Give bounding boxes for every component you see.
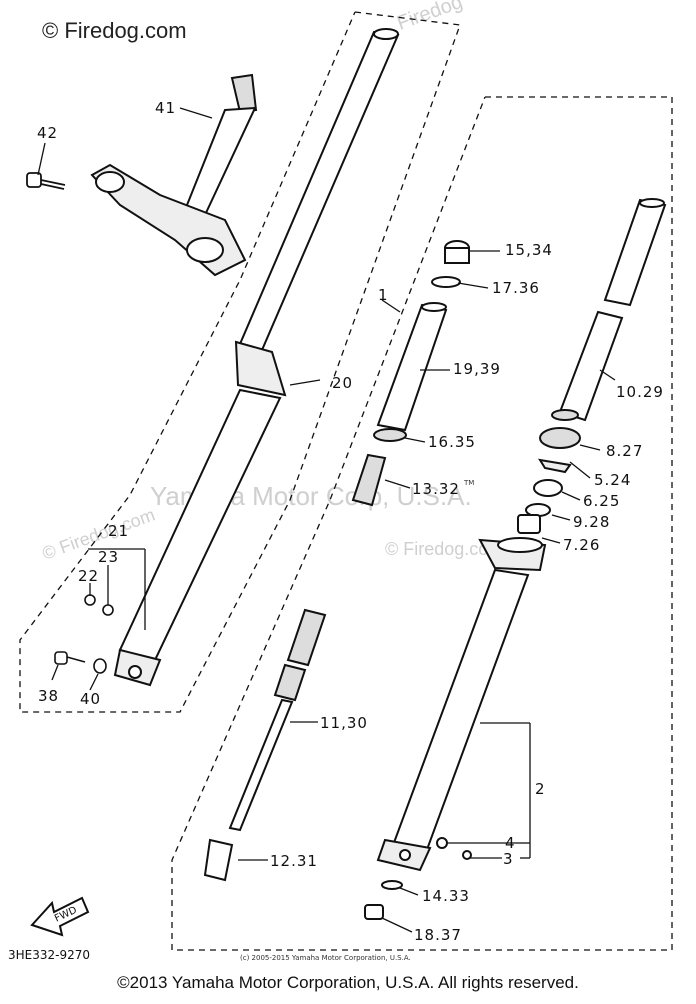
steering-stem-shape	[90, 73, 258, 277]
damper-rod-shape	[203, 608, 327, 882]
callout-19-39: 19,39	[453, 360, 501, 378]
right-group-outline	[171, 96, 673, 951]
callout-10-29: 10.29	[616, 383, 664, 401]
callout-40: 40	[80, 690, 101, 708]
middle-parts-shape	[351, 240, 470, 507]
leader-lines	[37, 107, 616, 933]
small-copyright: (c) 2005-2015 Yamaha Motor Corporation, …	[240, 954, 411, 962]
callout-4: 4	[505, 834, 516, 852]
callout-9-28: 9.28	[573, 513, 610, 531]
callout-17-36: 17.36	[492, 279, 540, 297]
footer-copyright: ©2013 Yamaha Motor Corporation, U.S.A. A…	[117, 973, 579, 992]
callout-22: 22	[78, 567, 99, 585]
callout-16-35: 16.35	[428, 433, 476, 451]
trademark-mark: TM	[463, 479, 474, 487]
left-group-outline	[19, 11, 461, 713]
callout-12-31: 12.31	[270, 852, 318, 870]
right-upper-parts-shape	[517, 198, 667, 534]
callout-42: 42	[37, 124, 58, 142]
callout-23: 23	[98, 548, 119, 566]
callout-41: 41	[155, 99, 176, 117]
callout-6-25: 6.25	[583, 492, 620, 510]
callout-20: 20	[332, 374, 353, 392]
diagram-code: 3HE332-9270	[8, 948, 91, 962]
callout-7-26: 7.26	[563, 536, 600, 554]
fwd-arrow-icon: FWD	[30, 896, 90, 937]
callout-18-37: 18.37	[414, 926, 462, 944]
bolt-42-shape	[26, 172, 66, 190]
callout-14-33: 14.33	[422, 887, 470, 905]
watermark-right: © Firedog.com	[385, 539, 503, 559]
callout-38: 38	[38, 687, 59, 705]
callout-2: 2	[535, 780, 546, 798]
callout-3: 3	[503, 850, 514, 868]
watermark-top: Firedog	[394, 0, 465, 35]
callout-11-30: 11,30	[320, 714, 368, 732]
callout-8-27: 8.27	[606, 442, 643, 460]
watermark-corner: © Firedog.com	[42, 18, 187, 43]
left-fork-shape	[113, 28, 400, 687]
callout-13-32: 13.32	[412, 480, 460, 498]
callout-1: 1	[378, 286, 389, 304]
left-small-parts-shape	[54, 594, 114, 674]
callout-5-24: 5.24	[594, 471, 631, 489]
right-outer-tube-shape	[364, 537, 547, 920]
callout-21: 21	[108, 522, 129, 540]
callout-15-34: 15,34	[505, 241, 553, 259]
